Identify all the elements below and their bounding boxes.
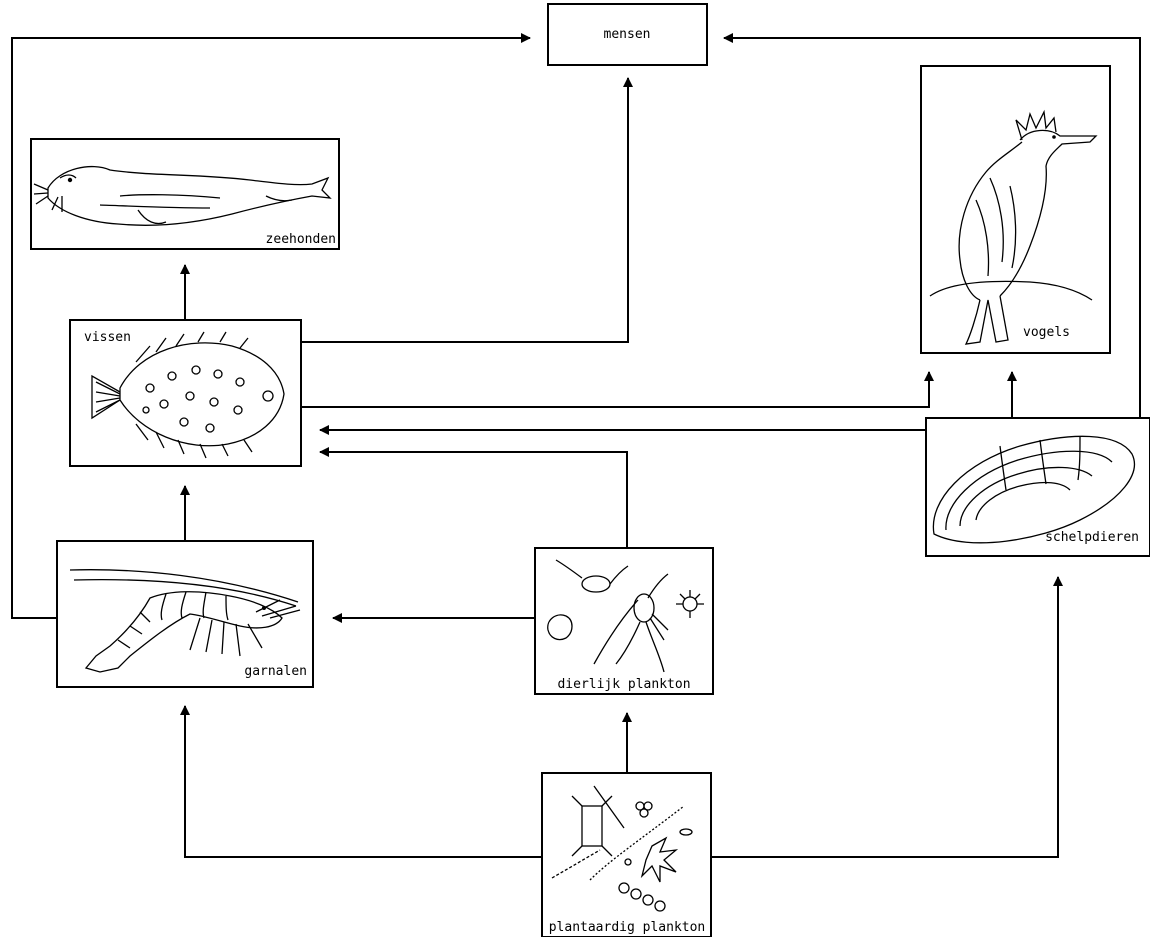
node-dierlijk-plankton: dierlijk plankton	[535, 548, 713, 694]
node-label: zeehonden	[266, 232, 336, 247]
node-label: vissen	[84, 330, 131, 345]
node-mensen: mensen	[548, 4, 707, 65]
node-label: plantaardig plankton	[549, 920, 706, 935]
node-zeehonden: zeehonden	[31, 139, 339, 249]
arrow-plantaardig-plankton-to-schelpdieren	[711, 577, 1058, 857]
node-label: vogels	[1023, 325, 1070, 340]
arrow-vissen-to-mensen	[301, 78, 628, 342]
node-label: schelpdieren	[1045, 530, 1139, 545]
node-schelpdieren: schelpdieren	[926, 418, 1150, 556]
arrow-dierlijk-plankton-to-vissen	[320, 452, 627, 548]
node-label: mensen	[604, 27, 651, 42]
node-label: dierlijk plankton	[557, 677, 690, 692]
arrow-plantaardig-plankton-to-garnalen	[185, 706, 542, 857]
node-garnalen: garnalen	[57, 541, 313, 687]
node-vogels: vogels	[921, 66, 1110, 353]
arrow-vissen-to-vogels	[301, 372, 929, 407]
node-vissen: vissen	[70, 320, 301, 466]
node-plantaardig-plankton: plantaardig plankton	[542, 773, 711, 937]
node-label: garnalen	[244, 664, 307, 679]
